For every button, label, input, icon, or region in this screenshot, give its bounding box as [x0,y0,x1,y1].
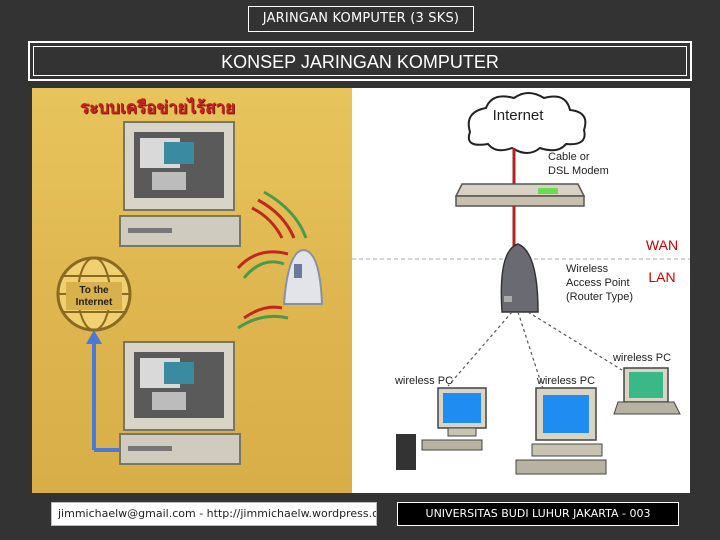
modem-label-line2: DSL Modem [548,165,609,177]
bottom-computer-icon [119,341,241,465]
wan-label: WAN [646,237,678,253]
pc-label-2: wireless PC [536,375,595,387]
internet-label: Internet [493,107,545,124]
thai-title: ระบบเครือข่ายไร้สาย [80,98,236,118]
footer-university: UNIVERSITAS BUDI LUHUR JAKARTA - 003 [397,502,679,526]
globe-label-line2: Internet [76,297,113,308]
ap-label-line1: Wireless [566,263,609,275]
modem-label-line1: Cable or [548,151,590,163]
access-point-icon [282,248,324,305]
wireless-links [447,311,623,393]
network-diagram: Internet Cable or DSL Modem WAN LAN Wire… [352,92,690,475]
wireless-illustration: ระบบเครือข่ายไร้สาย [32,88,352,493]
internet-arrow-icon [86,330,120,452]
globe-label-line1: To the [79,285,109,296]
wireless-pc-2-icon [515,387,607,475]
course-badge: JARINGAN KOMPUTER (3 SKS) [248,6,474,32]
slide-content: ระบบเครือข่ายไร้สาย [32,88,690,493]
footer-contact: jimmichaelw@gmail.com - http://jimmichae… [51,502,377,526]
internet-cloud-icon: Internet [467,92,587,154]
slide-title-bar: KONSEP JARINGAN KOMPUTER [28,41,692,81]
pc-label-1: wireless PC [394,375,453,387]
wireless-link-1 [447,311,513,387]
wireless-waves-icon [236,190,308,330]
wireless-pc-3-icon [613,367,681,415]
wireless-pc-1-icon [396,387,487,470]
globe-icon: To the Internet [56,256,132,332]
top-computer-icon [119,121,241,247]
slide-title: KONSEP JARINGAN KOMPUTER [33,46,687,76]
wireless-link-3 [527,311,623,371]
ap-label-line3: (Router Type) [566,291,633,303]
lan-label: LAN [648,269,675,285]
ap-label-line2: Access Point [566,277,630,289]
wireless-illustration-graphic: To the Internet [56,121,324,465]
pc-label-3: wireless PC [612,352,671,364]
wireless-link-2 [517,311,545,393]
modem-icon [454,183,586,207]
access-point-router-icon [500,243,539,313]
